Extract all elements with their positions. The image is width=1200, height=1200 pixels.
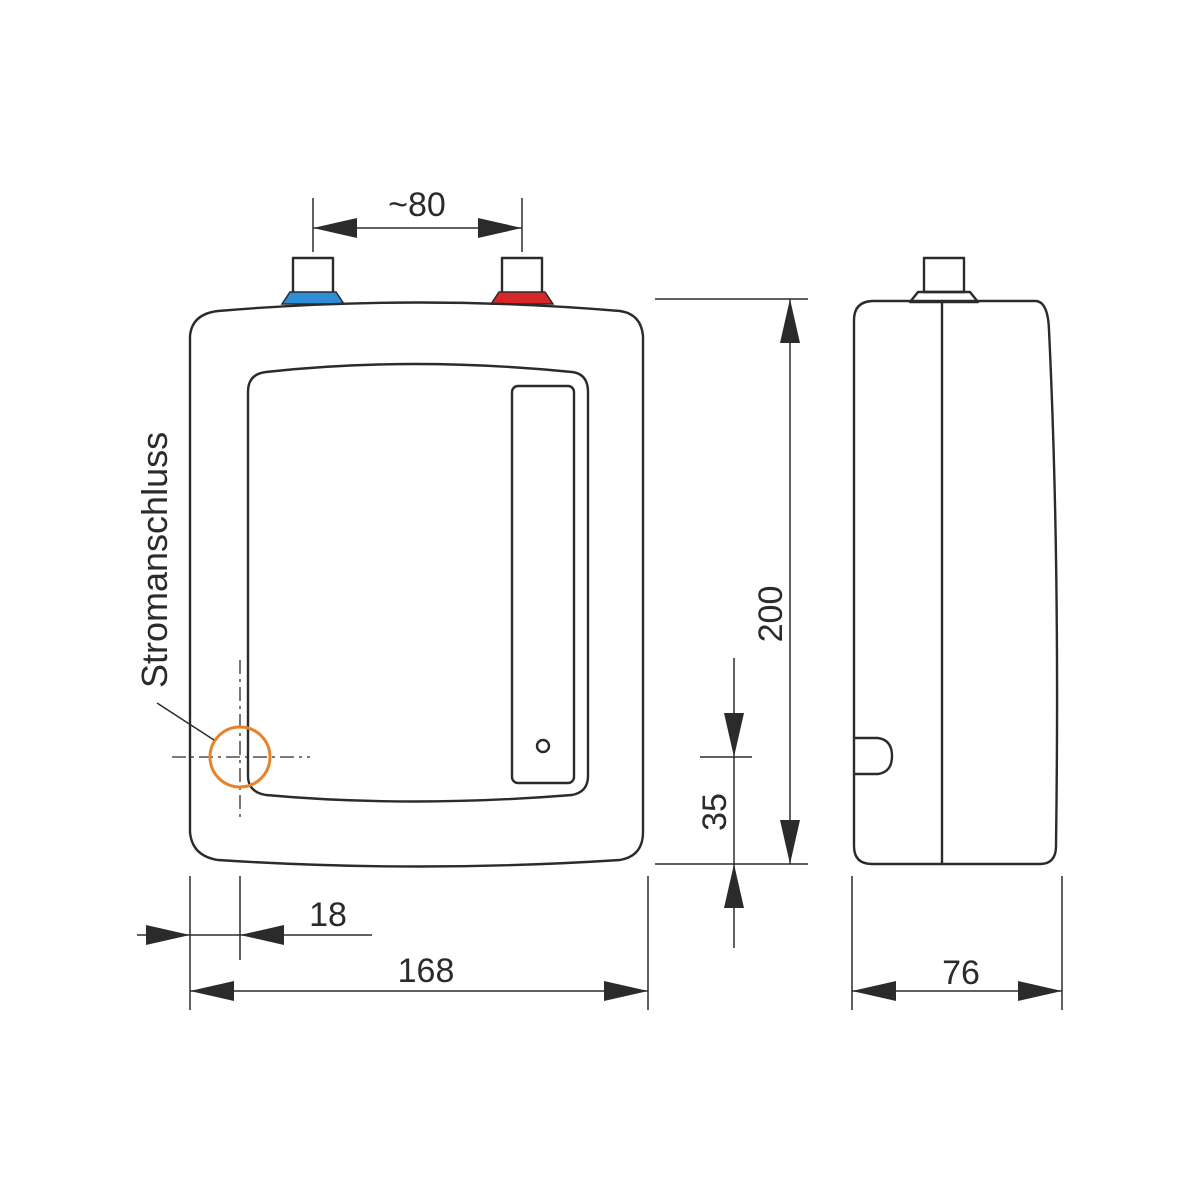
side-view (852, 256, 1059, 866)
dim-depth-value: 76 (942, 954, 980, 992)
dim-connection-offset-value: 18 (309, 896, 347, 934)
front-view (156, 256, 645, 868)
indicator-light (535, 738, 551, 754)
dim-connector-spacing-value: ~80 (388, 186, 446, 224)
dim-width-value: 168 (398, 952, 455, 990)
dim-height (655, 298, 808, 865)
dim-connection-height-value: 35 (696, 793, 734, 831)
side-housing-outline (852, 299, 1059, 866)
dim-width (190, 876, 649, 1010)
power-connection-label: Stromanschluss (134, 432, 175, 688)
cold-water-connector (280, 256, 346, 305)
housing-outline (188, 301, 645, 868)
power-connection-marker (208, 725, 272, 789)
power-leader-line (156, 702, 215, 741)
cold-water-ring (280, 291, 346, 305)
dim-connection-height (700, 658, 752, 948)
side-connector (922, 256, 966, 294)
dim-connector-spacing (312, 198, 523, 252)
hot-water-ring (489, 291, 555, 305)
display-window (510, 384, 576, 785)
front-cover-panel (246, 362, 590, 803)
hot-water-connector (489, 256, 555, 305)
dim-connection-offset (137, 876, 372, 1010)
side-cable-bump (852, 736, 894, 776)
dim-depth (851, 876, 1063, 1010)
dim-height-value: 200 (752, 586, 790, 643)
